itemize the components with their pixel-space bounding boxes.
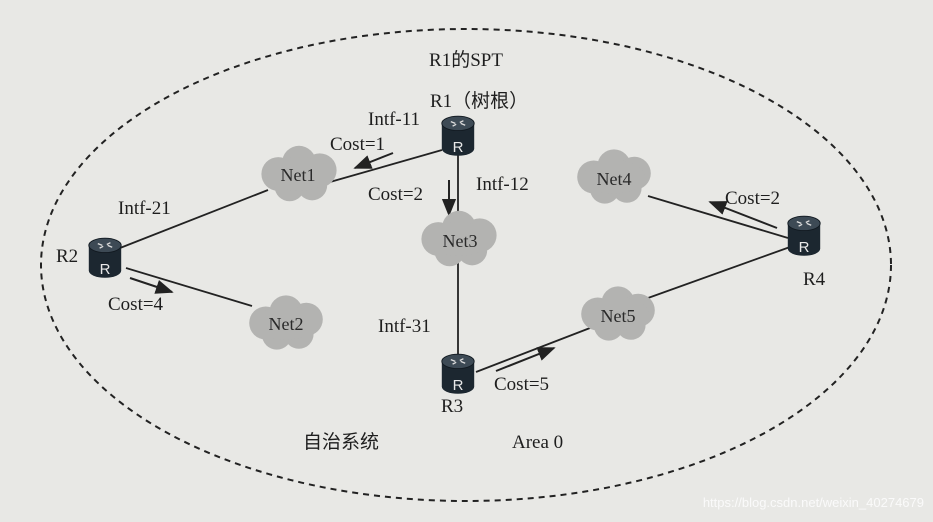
svg-text:R: R — [100, 261, 111, 278]
intf-12-label: Intf-12 — [476, 174, 529, 195]
net5-label: Net5 — [601, 306, 636, 326]
link-net5-r4 — [647, 246, 791, 299]
intf-31-label: Intf-31 — [378, 316, 431, 337]
cost-r4-net4: Cost=2 — [725, 188, 780, 209]
link-r1-net1 — [329, 149, 443, 183]
router-r2[interactable]: R — [88, 237, 122, 279]
cost-r1-net3: Cost=2 — [368, 184, 423, 205]
net1-label: Net1 — [281, 165, 316, 185]
area-label: Area 0 — [512, 432, 563, 453]
cost-r3-net5: Cost=5 — [494, 374, 549, 395]
arrow-r4-net4 — [708, 201, 778, 229]
cost-r2-net2: Cost=4 — [108, 294, 164, 315]
net2-label: Net2 — [269, 314, 304, 334]
intf-21-label: Intf-21 — [118, 198, 171, 219]
svg-text:R: R — [453, 139, 464, 156]
watermark: https://blog.csdn.net/weixin_40274679 — [703, 495, 924, 510]
diagram-title: R1的SPT — [429, 49, 503, 71]
link-r3-net5 — [475, 327, 591, 373]
link-r4-net4 — [647, 195, 789, 239]
r3-name: R3 — [441, 396, 463, 417]
svg-text:R: R — [799, 239, 810, 256]
net4-label: Net4 — [597, 169, 632, 189]
spt-arrows — [129, 152, 778, 372]
net1-cloud[interactable]: Net1 — [261, 145, 337, 202]
autonomous-system-boundary — [40, 28, 892, 502]
intf-11-label: Intf-11 — [368, 109, 420, 130]
router-r4[interactable]: R — [787, 215, 821, 257]
link-r2-net2 — [125, 267, 253, 307]
root-label: R1（树根） — [430, 90, 528, 112]
router-r3[interactable]: R — [441, 353, 475, 395]
link-net1-r2 — [119, 189, 269, 249]
arrow-r3-net5 — [495, 347, 556, 372]
arrow-r1-net1 — [353, 152, 394, 169]
arrow-r2-net2 — [129, 277, 174, 294]
net3-label: Net3 — [443, 231, 478, 251]
r4-name: R4 — [803, 269, 826, 290]
router-r1[interactable]: R — [441, 115, 475, 157]
net4-cloud[interactable]: Net4 — [577, 149, 651, 204]
r2-name: R2 — [56, 246, 78, 267]
net2-cloud[interactable]: Net2 — [249, 295, 323, 350]
net3-cloud[interactable]: Net3 — [421, 210, 497, 267]
links — [119, 149, 791, 373]
net5-cloud[interactable]: Net5 — [581, 286, 655, 341]
cost-r1-net1: Cost=1 — [330, 134, 385, 155]
svg-text:R: R — [453, 377, 464, 394]
autonomous-system-label: 自治系统 — [303, 431, 379, 453]
